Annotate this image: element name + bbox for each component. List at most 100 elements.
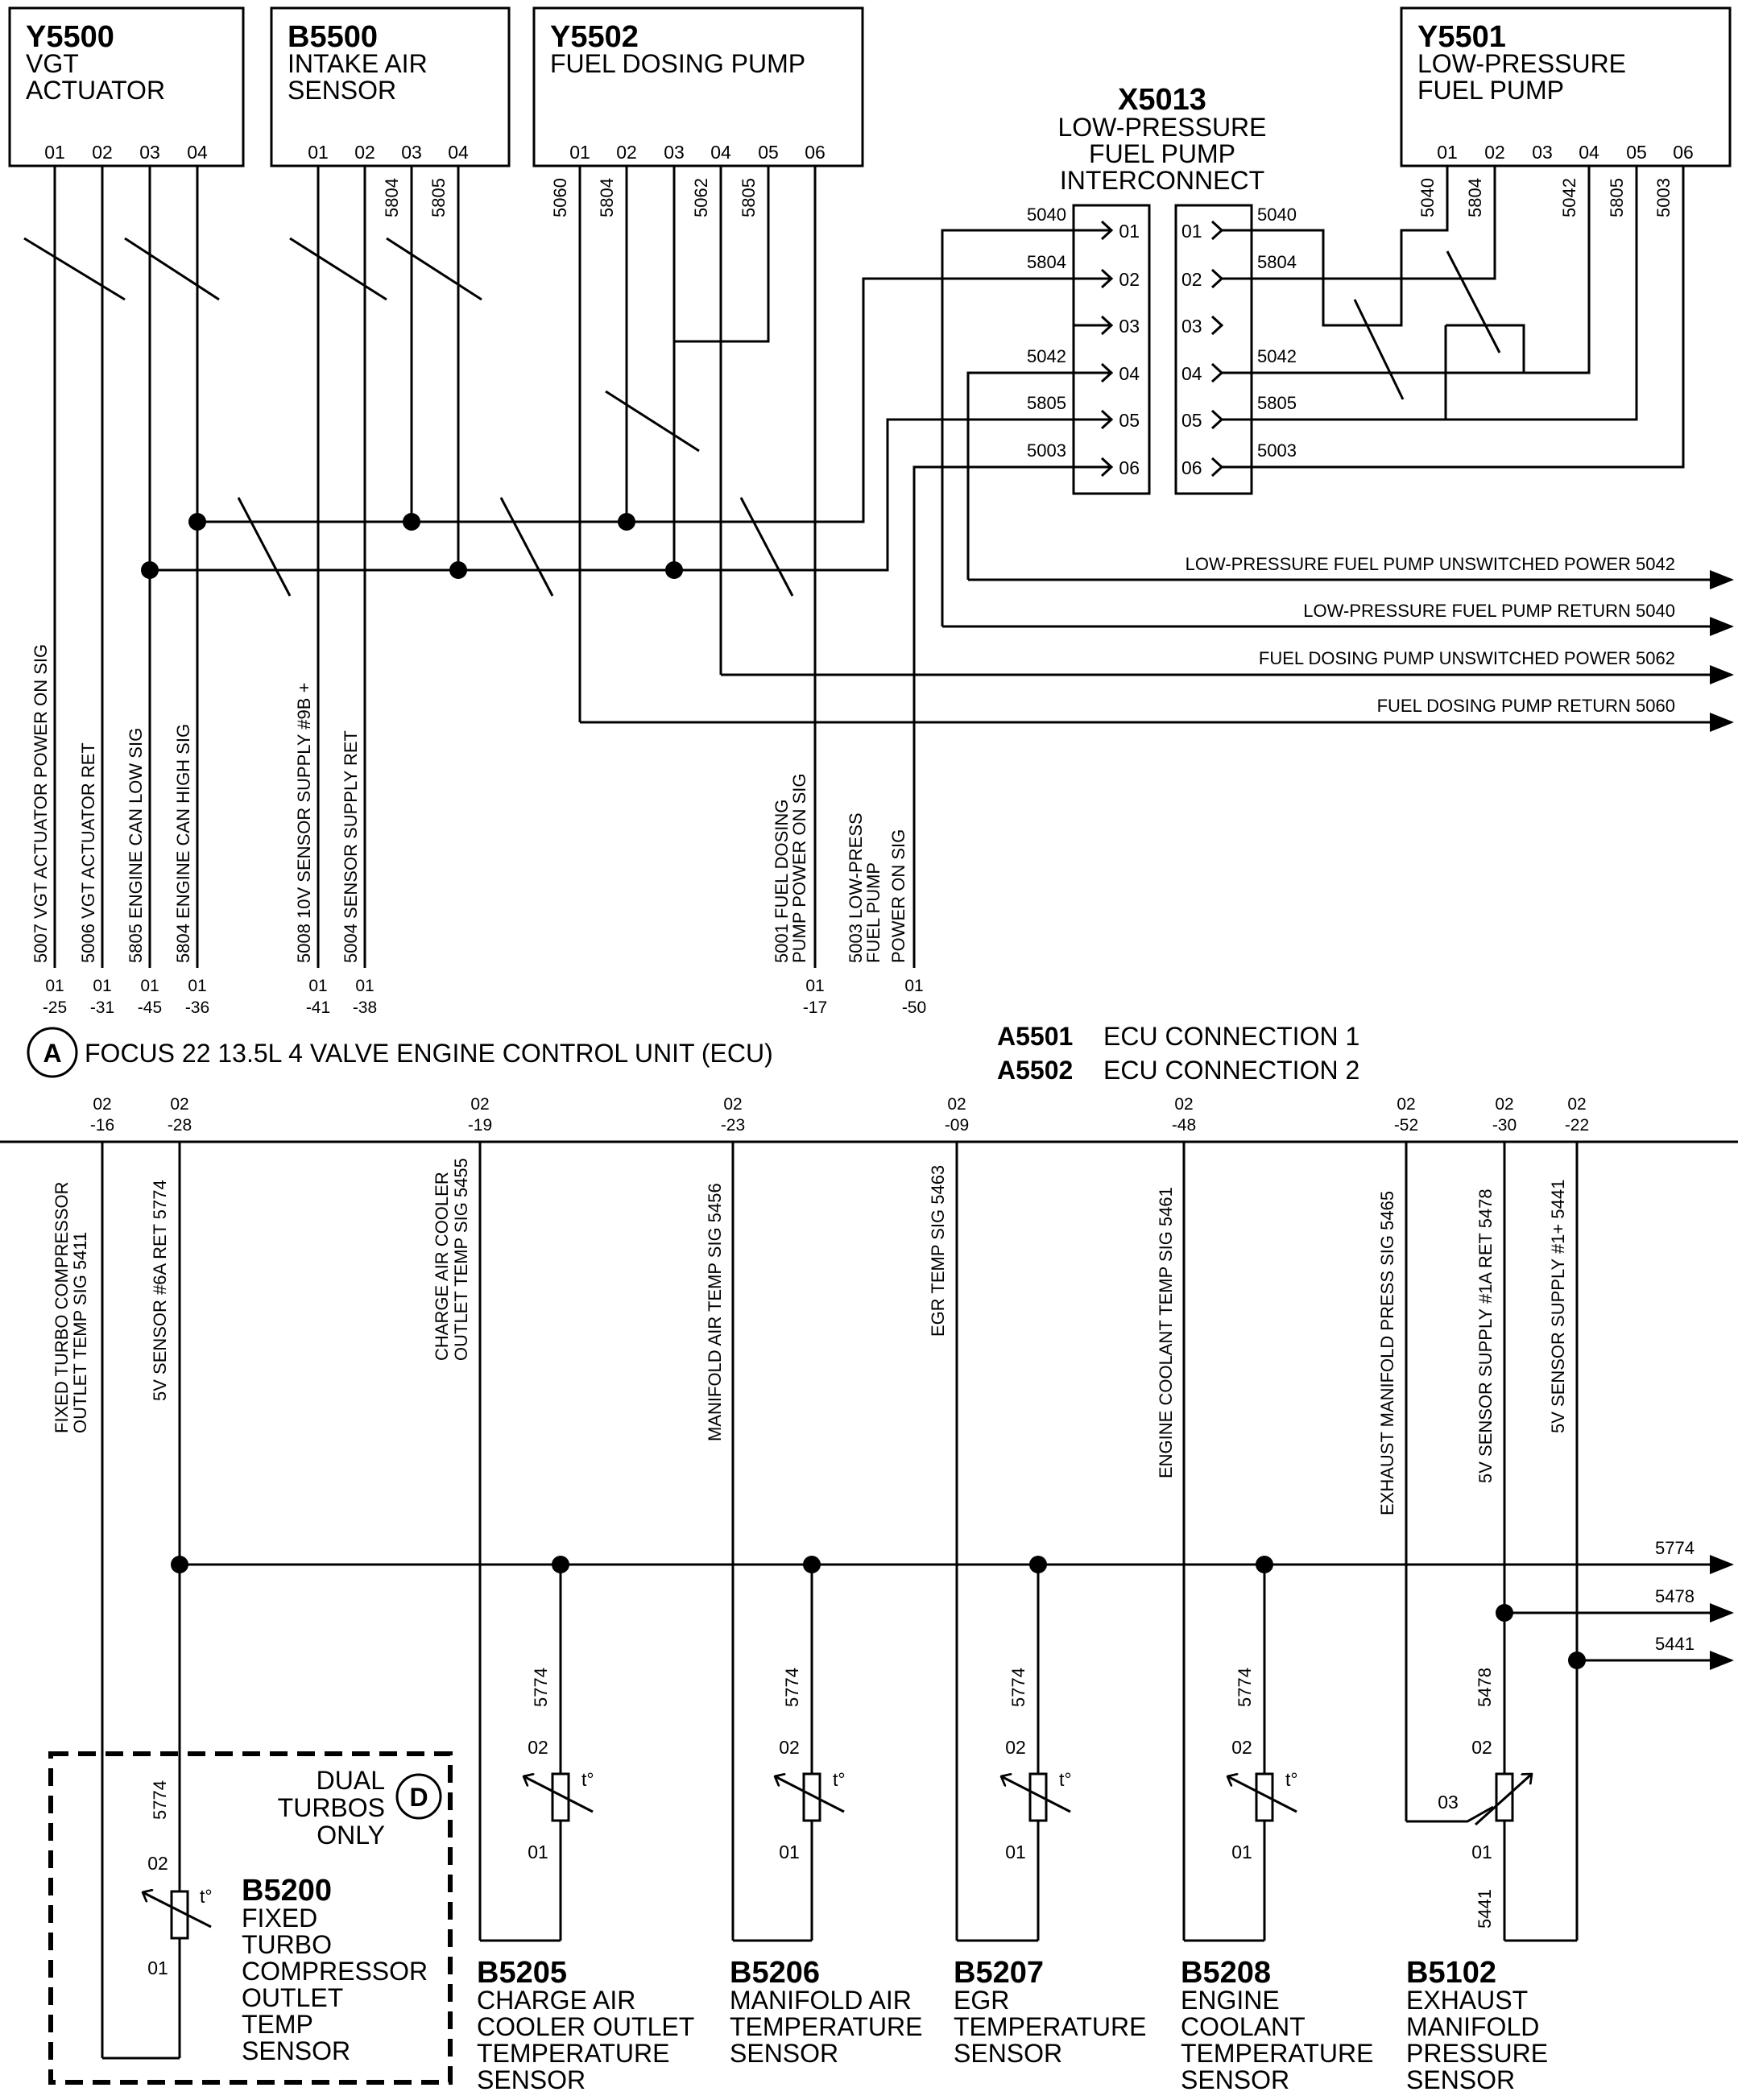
circuit-label: CHARGE AIR COOLER (432, 1172, 452, 1361)
circuit-label: 5008 10V SENSOR SUPPLY #9B + (294, 683, 314, 963)
component-box (8, 6, 245, 167)
pin-label: 06 (805, 142, 826, 163)
pin-label: 03 (1119, 316, 1140, 337)
wire-5042 (1222, 166, 1591, 374)
pin-label: 01 (1119, 221, 1140, 242)
sensor-id: B5102 (1406, 1956, 1496, 1990)
circuit-label: MANIFOLD AIR TEMP SIG 5456 (705, 1183, 725, 1441)
wire-number: 5478 (1475, 1668, 1495, 1707)
pin-label: 04 (1181, 363, 1202, 384)
sensor-name: COMPRESSOR (242, 1957, 428, 1986)
pin-label: 03 (401, 142, 422, 163)
ecu-pin: 01 (140, 977, 159, 995)
ecu-pin: 02 (170, 1095, 188, 1114)
pin-label: 01 (1437, 142, 1458, 163)
component-name: FUEL DOSING PUMP (550, 49, 805, 78)
sensor-name: CHARGE AIR (477, 1986, 635, 2015)
temp-symbol: t° (1059, 1769, 1072, 1790)
splice-dot (618, 513, 635, 531)
ecu-pin: 02 (1397, 1095, 1415, 1114)
ecu-connection-id: A5502 (997, 1056, 1073, 1085)
ecu-title: A FOCUS 22 13.5L 4 VALVE ENGINE CONTROL … (27, 1022, 1359, 1085)
ecu-pin: -17 (803, 998, 827, 1017)
ecu-bottom-circuit-labels: FIXED TURBO COMPRESSOR OUTLET TEMP SIG 5… (52, 1158, 1568, 1515)
ecu-pin: 02 (1567, 1095, 1586, 1114)
wire-number: 5040 (1417, 178, 1438, 217)
ecu-pin: 01 (904, 977, 923, 995)
sensor-name: EGR (954, 1986, 1009, 2015)
pin-label: 01 (1005, 1842, 1026, 1862)
ecu-pin: -41 (306, 998, 330, 1017)
bus-label: 5478 (1655, 1586, 1695, 1606)
pin-label: 05 (1119, 410, 1140, 431)
sensor-name: EXHAUST (1406, 1986, 1528, 2015)
pin-label: 02 (354, 142, 375, 163)
temp-symbol: t° (581, 1769, 594, 1790)
wire-number: 5042 (1027, 346, 1066, 366)
note-text: TURBOS (278, 1793, 385, 1822)
bus-label: 5774 (1655, 1538, 1695, 1558)
splice-dot (552, 1556, 569, 1573)
pin-label: 03 (1438, 1792, 1459, 1813)
twisted-pair-mark (499, 497, 554, 597)
ecu-pin: -48 (1172, 1116, 1196, 1135)
pin-label: 02 (147, 1853, 168, 1874)
wire (1406, 1805, 1494, 1823)
circuit-label: 5004 SENSOR SUPPLY RET (341, 730, 361, 963)
pin-chevron (1210, 315, 1224, 336)
connector-x5013: X5013 LOW-PRESSURE FUEL PUMP INTERCONNEC… (1027, 83, 1297, 495)
pin-label: 01 (1181, 221, 1202, 242)
pin-label: 02 (1119, 269, 1140, 290)
sensor-name: SENSOR (1406, 2065, 1515, 2094)
arrow-label: FUEL DOSING PUMP RETURN 5060 (1377, 696, 1675, 716)
callout-circle (395, 1773, 442, 1820)
sensor-name: SENSOR (730, 2039, 838, 2068)
sensor-name: SENSOR (242, 2036, 350, 2065)
pin-label: 06 (1181, 457, 1202, 478)
wire-number: 5804 (597, 178, 617, 217)
variable-arrow (523, 1776, 594, 1813)
sensor-name: TEMPERATURE (477, 2039, 669, 2068)
sensor-element (1255, 1772, 1274, 1822)
wire-5805 (1222, 166, 1638, 421)
sensor-name: SENSOR (1181, 2065, 1289, 2094)
twisted-pair-mark (23, 237, 126, 301)
ecu-pin: -30 (1492, 1116, 1517, 1135)
ecu-pin: 01 (93, 977, 111, 995)
wire-number: 5003 (1653, 178, 1674, 217)
component-name: ACTUATOR (26, 76, 165, 105)
pin-label: 01 (1231, 1842, 1252, 1862)
splice-dot (1256, 1556, 1273, 1573)
splice-dot (171, 1556, 188, 1573)
pin-label: 05 (758, 142, 779, 163)
component-y5502: Y5502 FUEL DOSING PUMP 01 02 03 04 05 06 (532, 6, 864, 167)
splice-dot (1029, 1556, 1047, 1573)
ecu-pin: 02 (947, 1095, 966, 1114)
circuit-label: 5805 ENGINE CAN LOW SIG (126, 728, 146, 963)
pin-label: 01 (308, 142, 329, 163)
pin-label: 02 (92, 142, 113, 163)
bus-5805 (150, 418, 1111, 572)
circuit-label: FUEL PUMP (863, 862, 883, 963)
wire-number: 5042 (1257, 346, 1297, 366)
wire-number: 5040 (1027, 205, 1066, 225)
ecu-pin: 02 (723, 1095, 742, 1114)
ecu-connection-name: ECU CONNECTION 1 (1103, 1022, 1359, 1051)
ecu-pin: -19 (468, 1116, 492, 1135)
wire-number: 5804 (1027, 252, 1066, 272)
wire-number: 5060 (550, 178, 570, 217)
sensor-name: SENSOR (954, 2039, 1062, 2068)
sensor-name: TEMPERATURE (1181, 2039, 1373, 2068)
callout-letter: D (409, 1783, 428, 1812)
ecu-name: FOCUS 22 13.5L 4 VALVE ENGINE CONTROL UN… (85, 1039, 773, 1068)
pin-label: 03 (1181, 316, 1202, 337)
component-name: FUEL PUMP (1417, 76, 1564, 105)
ecu-pin: 02 (93, 1095, 111, 1114)
ecu-pin: 01 (308, 977, 327, 995)
sensor-name: TEMPERATURE (954, 2012, 1146, 2041)
component-y5501: Y5501 LOW-PRESSURE FUEL PUMP 01 02 03 04… (1400, 6, 1732, 167)
splice-dot (803, 1556, 821, 1573)
sensor-name: COOLER OUTLET (477, 2012, 694, 2041)
sensor-name: TEMPERATURE (730, 2012, 922, 2041)
